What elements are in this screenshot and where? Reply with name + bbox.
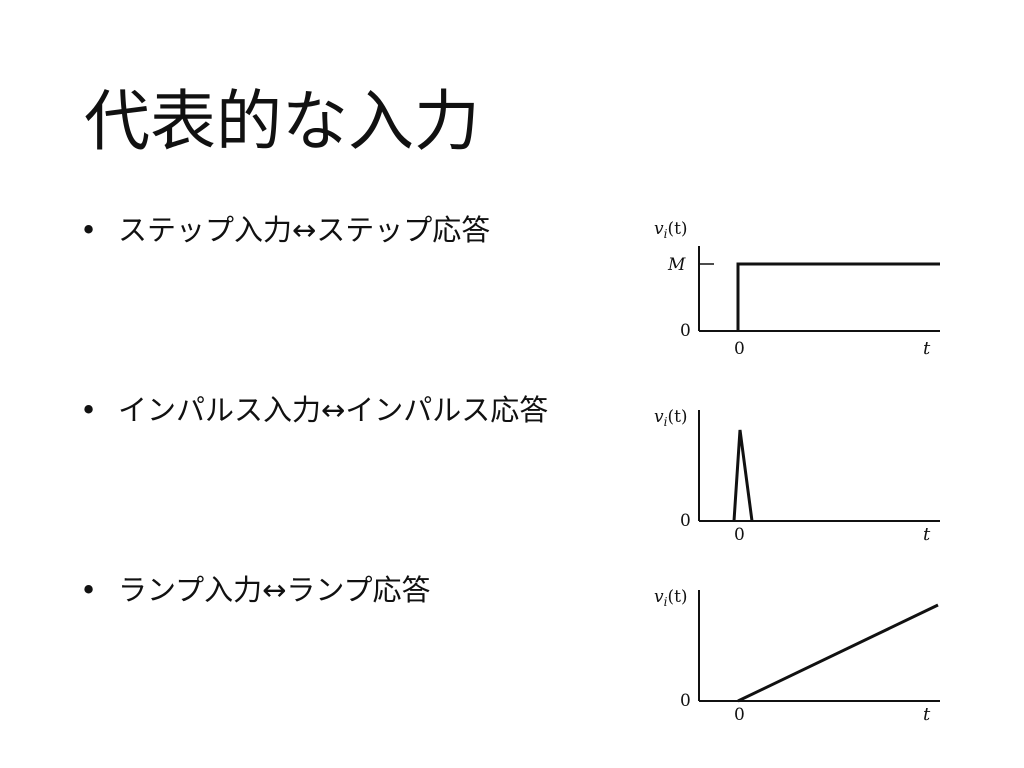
bullet-impulse: • インパルス入力↔インパルス応答 [80,390,548,430]
impulse-signal [732,429,754,522]
slide-title: 代表的な入力 [84,83,480,160]
y-axis-label: vi(t) [654,407,688,429]
origin-x-label: 0 [734,339,745,359]
origin-x-label: 0 [734,525,745,545]
ramp-signal [737,603,939,703]
bullet-text: ステップ入力↔ステップ応答 [118,213,491,247]
y-axis-label: vi(t) [654,219,688,241]
step-input-graph: vi(t) M 0 0 t [654,219,940,359]
bullet-dot: • [80,573,98,607]
origin-y-label: 0 [680,321,691,341]
bullet-text: インパルス入力↔インパルス応答 [118,393,549,427]
bullet-dot: • [80,213,98,247]
bullet-text: ランプ入力↔ランプ応答 [118,573,431,607]
origin-y-label: 0 [680,511,691,531]
bullet-step: • ステップ入力↔ステップ応答 [80,210,490,250]
step-signal [736,262,940,331]
origin-x-label: 0 [734,705,745,725]
origin-y-label: 0 [680,691,691,711]
x-axis-label: t [923,338,931,359]
impulse-input-graph: vi(t) 0 0 t [654,407,940,545]
x-axis-label: t [923,524,931,545]
y-tick-label: M [667,255,686,275]
x-axis-label: t [923,704,931,725]
ramp-input-graph: vi(t) 0 0 t [654,587,940,725]
y-axis-label: vi(t) [654,587,688,609]
bullet-dot: • [80,393,98,427]
bullet-ramp: • ランプ入力↔ランプ応答 [80,570,431,610]
